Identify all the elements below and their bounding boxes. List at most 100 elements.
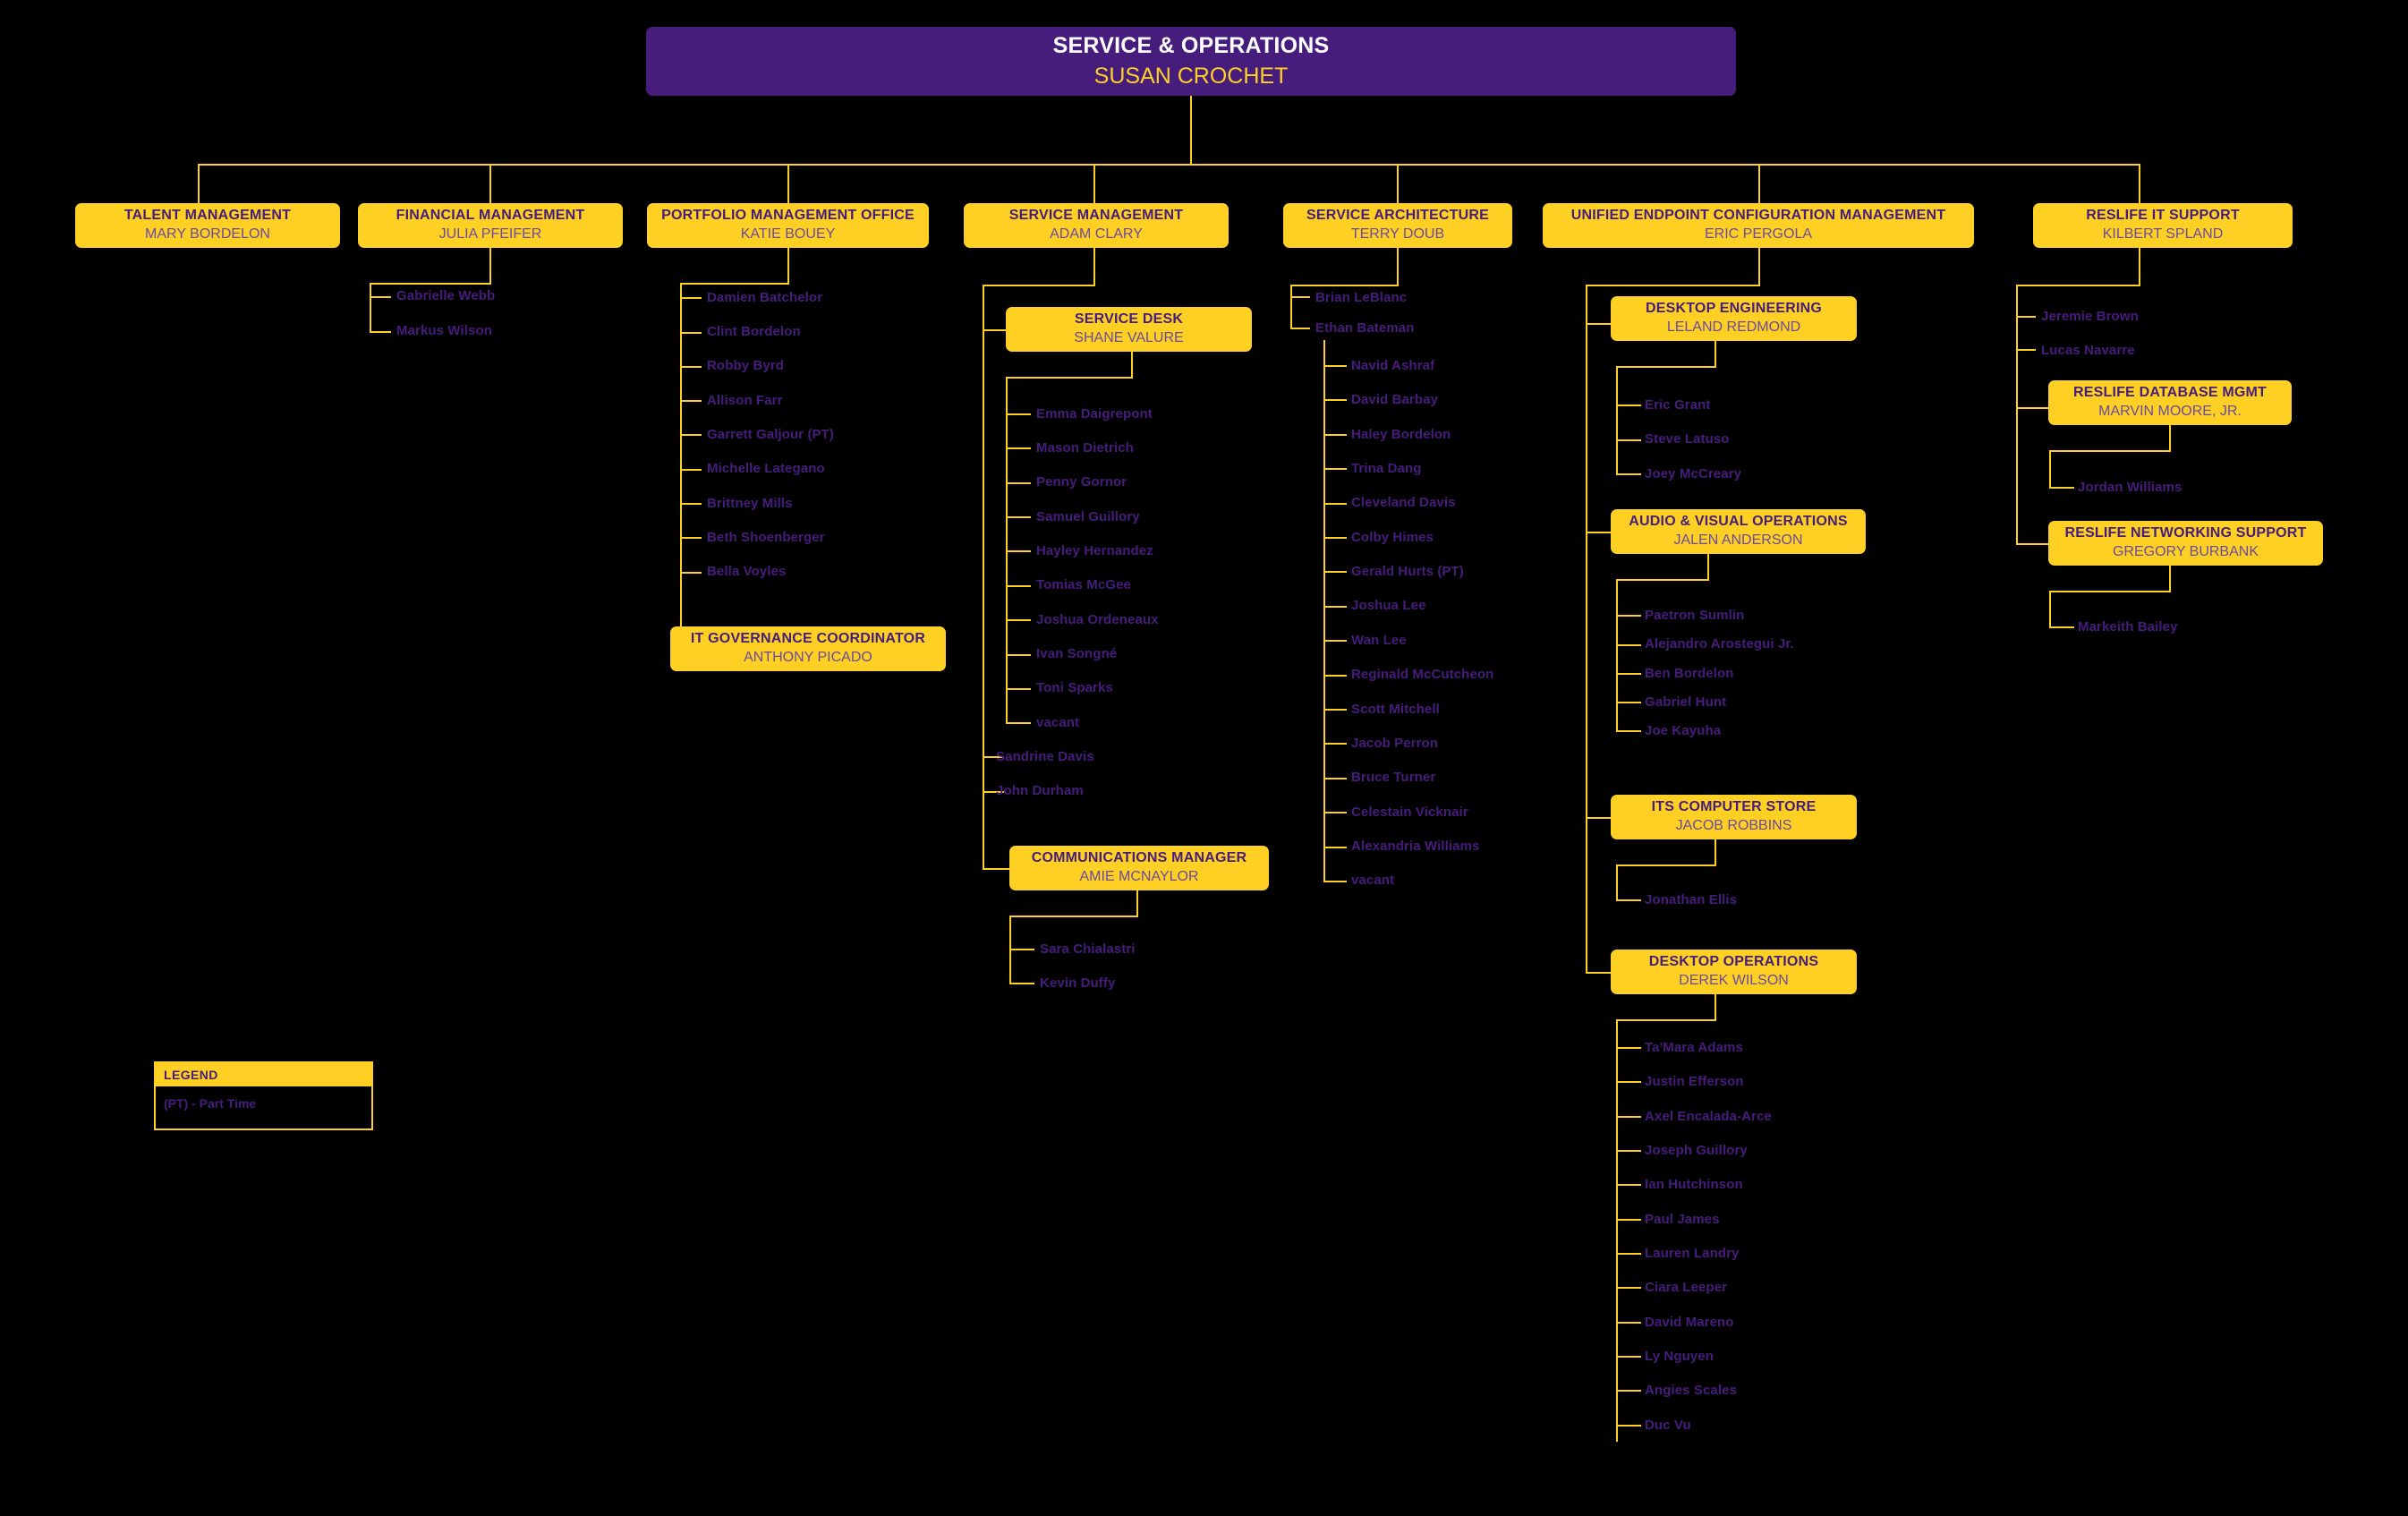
connector	[1397, 164, 1399, 208]
org-box-unified-endpoint-configuration-management[interactable]: UNIFIED ENDPOINT CONFIGURATION MANAGEMEN…	[1543, 203, 1974, 248]
org-leaf-name: Penny Gornor	[1036, 474, 1127, 490]
connector	[1616, 366, 1618, 474]
org-box-person: JALEN ANDERSON	[1673, 532, 1803, 548]
org-box-title: FINANCIAL MANAGEMENT	[396, 208, 585, 224]
connector	[1009, 916, 1138, 917]
org-leaf-name: Emma Daigrepont	[1036, 406, 1153, 422]
org-leaf-name: Markus Wilson	[396, 323, 493, 338]
connector	[983, 285, 984, 870]
connector	[2049, 487, 2074, 489]
connector	[2049, 450, 2051, 489]
org-box-desktop-engineering[interactable]: DESKTOP ENGINEERING LELAND REDMOND	[1611, 296, 1857, 341]
org-box-desktop-operations[interactable]: DESKTOP OPERATIONS DEREK WILSON	[1611, 950, 1857, 994]
connector	[983, 868, 1011, 870]
connector	[2169, 566, 2171, 592]
org-leaf-name: Lauren Landry	[1645, 1246, 1740, 1261]
org-box-title: TALENT MANAGEMENT	[123, 208, 292, 224]
connector	[2016, 543, 2048, 545]
connector	[2049, 591, 2051, 628]
connector	[2049, 450, 2171, 452]
org-leaf-name: John Durham	[996, 783, 1084, 798]
org-box-communications-manager[interactable]: COMMUNICATIONS MANAGER AMIE MCNAYLOR	[1009, 846, 1269, 890]
connector	[1323, 743, 1347, 745]
org-box-person: ANTHONY PICADO	[744, 650, 872, 665]
connector	[680, 400, 702, 402]
connector	[1323, 709, 1347, 711]
org-box-title: DESKTOP ENGINEERING	[1645, 301, 1823, 317]
connector	[1616, 439, 1641, 441]
org-box-person: SUSAN CROCHET	[1093, 63, 1289, 89]
org-leaf-name: Reginald McCutcheon	[1351, 667, 1494, 682]
org-box-reslife-it-support[interactable]: RESLIFE IT SUPPORT KILBERT SPLAND	[2033, 203, 2293, 248]
org-leaf-name: Jeremie Brown	[2041, 309, 2139, 324]
connector	[370, 283, 491, 285]
org-leaf-name: Garrett Galjour (PT)	[707, 427, 835, 442]
connector	[983, 285, 1095, 286]
connector	[2016, 407, 2048, 409]
connector	[1616, 473, 1641, 475]
org-box-service-desk[interactable]: SERVICE DESK SHANE VALURE	[1006, 307, 1252, 352]
org-box-service-operations[interactable]: SERVICE & OPERATIONS SUSAN CROCHET	[646, 27, 1736, 96]
org-box-service-management[interactable]: SERVICE MANAGEMENT ADAM CLARY	[964, 203, 1229, 248]
org-box-person: LELAND REDMOND	[1666, 319, 1801, 335]
org-leaf-name: vacant	[1036, 715, 1080, 730]
org-box-person: GREGORY BURBANK	[2112, 544, 2259, 559]
org-leaf-name: Gabriel Hunt	[1645, 694, 1727, 710]
org-leaf-name: Sara Chialastri	[1040, 941, 1136, 957]
org-box-its-computer-store[interactable]: ITS COMPUTER STORE JACOB ROBBINS	[1611, 795, 1857, 839]
legend-header: LEGEND	[156, 1063, 371, 1086]
org-leaf-name: Joshua Ordeneaux	[1036, 612, 1159, 627]
org-box-portfolio-management-office[interactable]: PORTFOLIO MANAGEMENT OFFICE KATIE BOUEY	[647, 203, 929, 248]
org-box-reslife-networking-support[interactable]: RESLIFE NETWORKING SUPPORT GREGORY BURBA…	[2048, 521, 2323, 566]
org-box-title: PORTFOLIO MANAGEMENT OFFICE	[661, 208, 915, 224]
connector	[1290, 285, 1292, 328]
legend-entry-part-time: (PT) - Part Time	[164, 1096, 257, 1111]
connector	[680, 332, 702, 334]
connector	[680, 283, 789, 285]
connector	[1715, 341, 1716, 368]
org-leaf-name: Axel Encalada-Arce	[1645, 1109, 1772, 1124]
org-leaf-name: Damien Batchelor	[707, 290, 823, 305]
connector	[1616, 615, 1641, 617]
connector	[370, 283, 371, 333]
org-leaf-name: Ta'Mara Adams	[1645, 1040, 1743, 1055]
org-leaf-name: Robby Byrd	[707, 358, 785, 373]
org-box-financial-management[interactable]: FINANCIAL MANAGEMENT JULIA PFEIFER	[358, 203, 623, 248]
connector	[1616, 1019, 1716, 1021]
org-box-title: SERVICE & OPERATIONS	[1052, 33, 1330, 58]
connector	[1616, 702, 1641, 703]
org-leaf-name: Sandrine Davis	[996, 749, 1094, 764]
org-box-talent-management[interactable]: TALENT MANAGEMENT MARY BORDELON	[75, 203, 340, 248]
connector	[2016, 285, 2140, 286]
connector	[370, 296, 391, 298]
org-leaf-name: Ivan Songné	[1036, 646, 1118, 661]
connector	[1586, 817, 1611, 819]
org-box-it-governance-coordinator[interactable]: IT GOVERNANCE COORDINATOR ANTHONY PICADO	[670, 626, 946, 671]
connector	[2139, 164, 2140, 208]
org-box-person: ERIC PERGOLA	[1704, 226, 1813, 242]
org-leaf-name: Celestain Vicknair	[1351, 805, 1468, 820]
connector	[1006, 447, 1031, 449]
org-leaf-name: Markeith Bailey	[2078, 619, 2178, 635]
org-box-reslife-database-mgmt[interactable]: RESLIFE DATABASE MGMT MARVIN MOORE, JR.	[2048, 380, 2292, 425]
connector	[1616, 579, 1709, 581]
org-leaf-name: Steve Latuso	[1645, 431, 1730, 447]
org-box-person: KATIE BOUEY	[740, 226, 836, 242]
connector	[1616, 1116, 1641, 1118]
connector	[1323, 847, 1347, 848]
org-leaf-name: Wan Lee	[1351, 633, 1407, 648]
org-box-audio-visual-operations[interactable]: AUDIO & VISUAL OPERATIONS JALEN ANDERSON	[1611, 509, 1866, 554]
connector	[1006, 550, 1031, 552]
org-leaf-name: Samuel Guillory	[1036, 509, 1140, 524]
org-leaf-name: Scott Mitchell	[1351, 702, 1440, 717]
connector	[1323, 340, 1325, 881]
org-box-person: MARY BORDELON	[145, 226, 270, 242]
org-box-title: UNIFIED ENDPOINT CONFIGURATION MANAGEMEN…	[1570, 208, 1946, 224]
org-box-person: AMIE MCNAYLOR	[1079, 869, 1199, 884]
org-box-service-architecture[interactable]: SERVICE ARCHITECTURE TERRY DOUB	[1283, 203, 1512, 248]
connector	[1616, 1184, 1641, 1186]
org-leaf-name: Navid Ashraf	[1351, 358, 1435, 373]
connector	[1323, 365, 1347, 367]
connector	[1586, 285, 1760, 286]
connector	[2139, 248, 2140, 286]
